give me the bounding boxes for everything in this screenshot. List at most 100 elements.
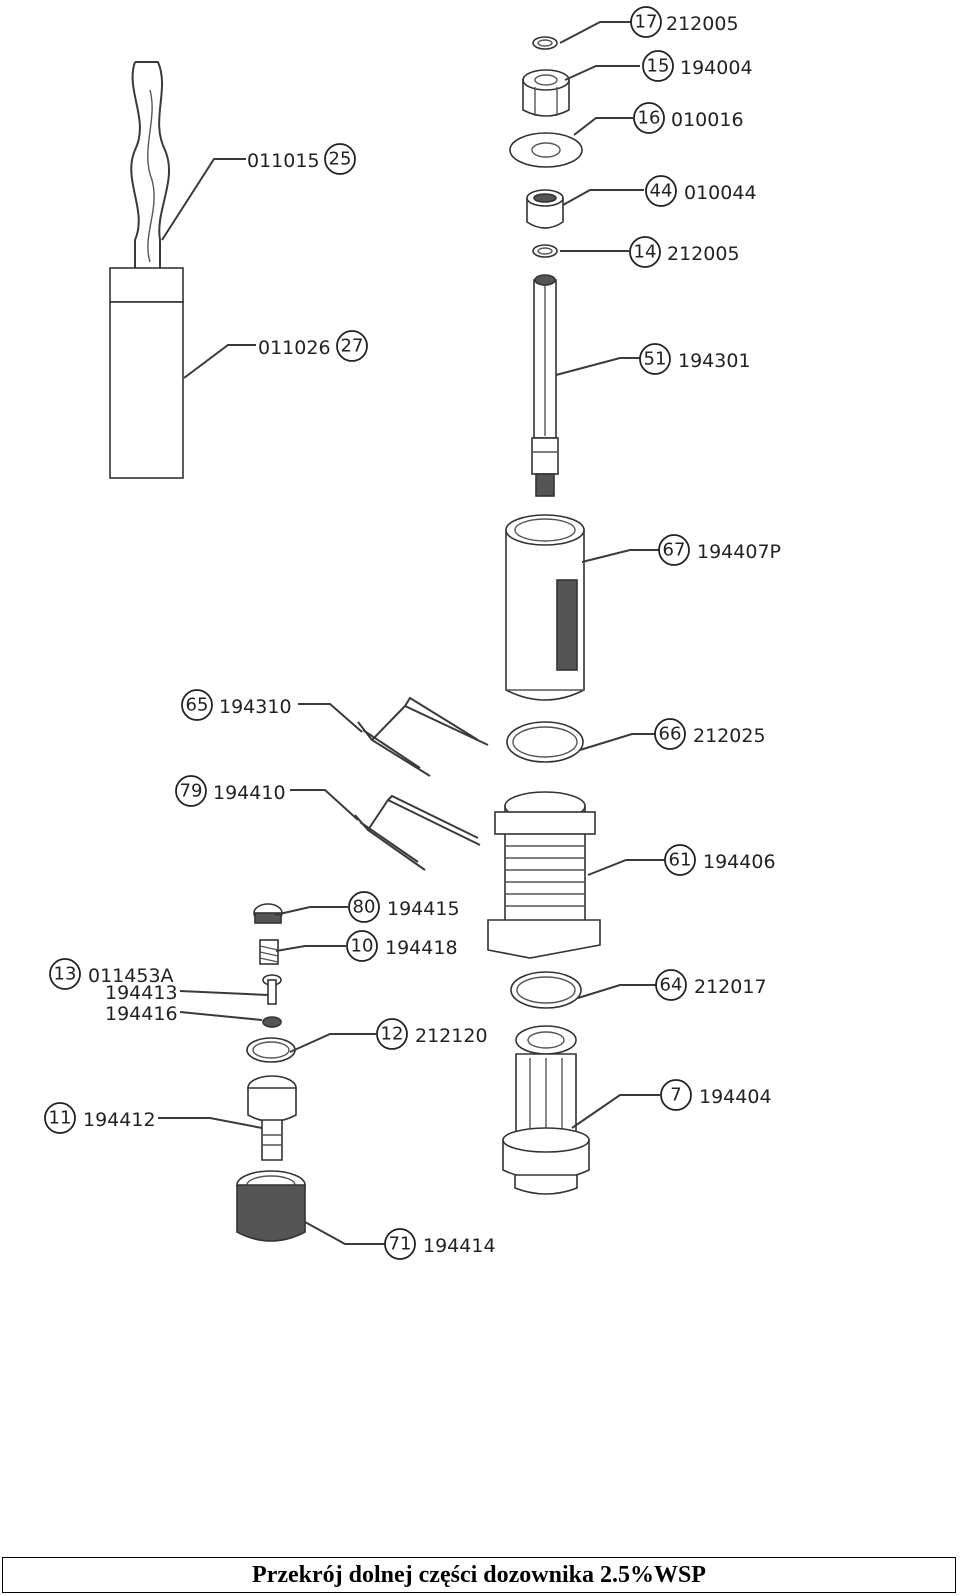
- callout-number: 16: [638, 108, 661, 129]
- piston-rod-51-drawing: [531, 274, 559, 497]
- callout-14: 14 212005: [629, 236, 740, 268]
- callout-71: 71 194414: [384, 1228, 496, 1260]
- callout-number: 11: [49, 1108, 72, 1129]
- cylinder-67-drawing: [505, 514, 585, 701]
- valve-body-11-drawing: [247, 1075, 297, 1161]
- part-number: 010016: [671, 109, 744, 131]
- part-number: 194418: [385, 937, 458, 959]
- callout-number: 13: [54, 964, 77, 985]
- callout-17: 17 212005: [630, 6, 739, 38]
- spring-10-drawing: [259, 939, 279, 965]
- cap-71-drawing: [236, 1170, 306, 1242]
- washer-16-drawing: [509, 132, 583, 168]
- callout-51: 51 194301: [639, 343, 751, 375]
- callout-number: 80: [353, 897, 376, 918]
- callout-circle: [633, 102, 665, 134]
- callout-15: 15 194004: [642, 50, 753, 82]
- part-number: 011453A: [88, 965, 174, 987]
- bushing-44-drawing: [526, 189, 564, 229]
- part-number: 010044: [684, 182, 757, 204]
- part-number: 011015: [247, 150, 320, 172]
- part-number: 194413: [105, 982, 178, 1004]
- o-ring-14-drawing: [532, 244, 558, 258]
- o-ring-12-drawing: [246, 1037, 296, 1063]
- caption-text: Przekrój dolnej części dozownika 2.5%WSP: [252, 1561, 706, 1588]
- callout-number: 67: [663, 540, 686, 561]
- part-number: 194407P: [697, 541, 781, 563]
- callout-number: 65: [186, 695, 209, 716]
- callout-number: 71: [389, 1234, 412, 1255]
- callout-circle: [642, 50, 674, 82]
- callout-number: 44: [650, 181, 673, 202]
- callout-circle: [49, 958, 81, 990]
- exploded-parts-diagram: 17 212005 15 194004 16 010016 44 010044 …: [44, 6, 781, 1260]
- part-number: 212025: [693, 725, 766, 747]
- part-number: 194412: [83, 1109, 156, 1131]
- o-ring-66-drawing: [506, 721, 584, 763]
- callout-number: 10: [351, 936, 374, 957]
- clip-79-drawing: [354, 794, 481, 871]
- weight-cylinder-drawing: [109, 267, 184, 479]
- callout-circle: [630, 6, 662, 38]
- callout-79: 79 194410: [175, 775, 286, 807]
- callout-61: 61 194406: [664, 844, 776, 876]
- callout-16: 16 010016: [633, 102, 744, 134]
- callout-80: 80 194415: [348, 891, 460, 923]
- callout-circle: [655, 969, 687, 1001]
- body-7-drawing: [502, 1025, 590, 1195]
- callout-25: 011015 25: [247, 143, 356, 175]
- callout-66: 66 212025: [654, 718, 766, 750]
- part-number: 194301: [678, 350, 751, 372]
- callout-circle: [175, 775, 207, 807]
- callout-number: 7: [670, 1085, 681, 1106]
- part-number: 212005: [666, 13, 739, 35]
- callout-number: 66: [659, 724, 682, 745]
- part-number: 212017: [694, 976, 767, 998]
- callout-11: 11 194412: [44, 1102, 156, 1134]
- callout-65: 65 194310: [181, 689, 292, 721]
- callout-number: 27: [341, 336, 364, 357]
- callout-64: 64 212017: [655, 969, 767, 1001]
- callout-circle: [324, 143, 356, 175]
- callout-number: 61: [669, 850, 692, 871]
- clip-65-drawing: [357, 696, 489, 777]
- part-number: 212120: [415, 1025, 488, 1047]
- callout-circle: [629, 236, 661, 268]
- callout-67: 67 194407P: [658, 534, 781, 566]
- part-number: 194414: [423, 1235, 496, 1257]
- callout-7: 7 194404: [660, 1079, 772, 1111]
- callout-circle: [348, 891, 380, 923]
- part-number: 194416: [105, 1003, 178, 1025]
- callout-10: 10 194418: [346, 930, 458, 962]
- callout-circle: [639, 343, 671, 375]
- valve-stem-13-drawing: [262, 974, 282, 1028]
- callout-circle: [645, 175, 677, 207]
- nut-15-drawing: [522, 69, 570, 117]
- part-number: 011026: [258, 337, 331, 359]
- callout-27: 011026 27: [258, 330, 368, 362]
- part-number: 194410: [213, 782, 286, 804]
- callout-circle: [44, 1102, 76, 1134]
- leader-lines: [158, 21, 665, 1245]
- callout-number: 14: [634, 242, 657, 263]
- part-number: 194415: [387, 898, 460, 920]
- callout-44: 44 010044: [645, 175, 757, 207]
- callout-194413: 194413: [105, 982, 178, 1004]
- callout-number: 79: [180, 781, 203, 802]
- callout-circle: [346, 930, 378, 962]
- caption-box: Przekrój dolnej części dozownika 2.5%WSP: [2, 1557, 956, 1593]
- part-number: 212005: [667, 243, 740, 265]
- part-number: 194406: [703, 851, 776, 873]
- part-number: 194004: [680, 57, 753, 79]
- callout-circle: [181, 689, 213, 721]
- callout-number: 17: [635, 12, 658, 33]
- callout-number: 12: [381, 1024, 404, 1045]
- callout-circle: [664, 844, 696, 876]
- callout-circle: [654, 718, 686, 750]
- callout-number: 15: [647, 56, 670, 77]
- suction-hose-drawing: [130, 61, 170, 268]
- callout-194416: 194416: [105, 1003, 178, 1025]
- housing-61-drawing: [487, 791, 601, 959]
- callout-12: 12 212120: [376, 1018, 488, 1050]
- callout-circle: [384, 1228, 416, 1260]
